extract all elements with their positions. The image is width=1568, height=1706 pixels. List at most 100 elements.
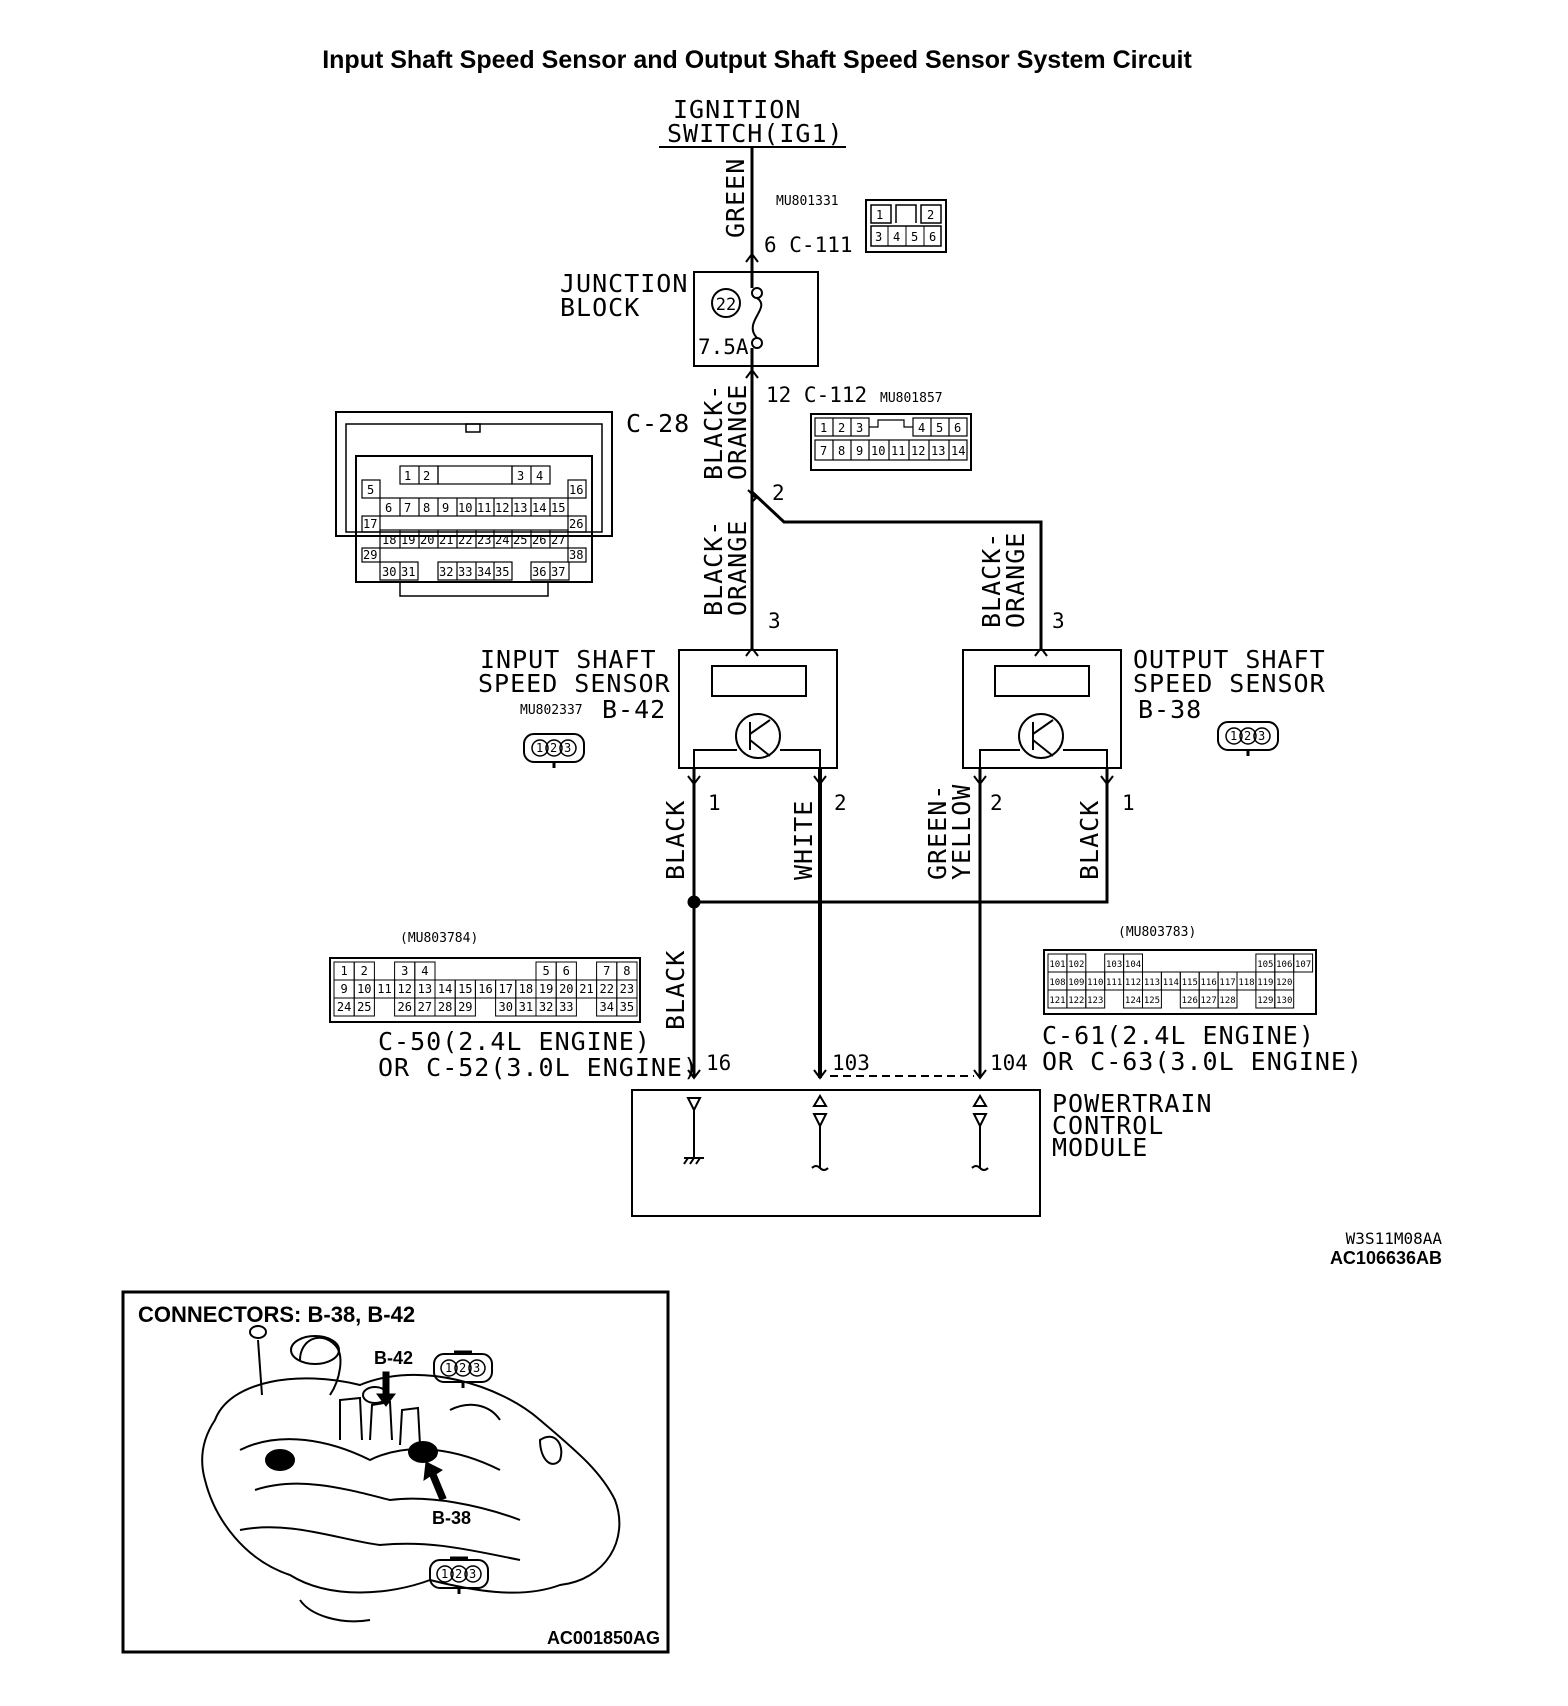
c50-cell: 23 bbox=[620, 982, 634, 996]
wire-label-black: BLACK bbox=[661, 950, 690, 1030]
callout-b38: B-38 bbox=[432, 1508, 471, 1528]
c61-cell: 111 bbox=[1106, 978, 1122, 988]
c61-cell: 116 bbox=[1201, 978, 1217, 988]
c112-cell: 9 bbox=[856, 444, 863, 458]
c28-cell: 36 bbox=[532, 565, 546, 579]
diagram-code: W3S11M08AA bbox=[1346, 1229, 1443, 1248]
wire-label-black: BLACK bbox=[661, 800, 690, 880]
input-sensor-pin-1: 1 bbox=[708, 791, 721, 815]
figure-code: AC106636AB bbox=[1330, 1248, 1442, 1268]
c50-cell: 12 bbox=[397, 982, 411, 996]
feed-wire: GREEN 6 C-111 bbox=[721, 147, 853, 272]
fuse-number: 22 bbox=[716, 295, 736, 315]
connector-c28: C-28 bbox=[335, 409, 690, 597]
c61-cell-box bbox=[1293, 953, 1314, 973]
c50-cell: 16 bbox=[478, 982, 492, 996]
output-sensor-pin-2: 2 bbox=[990, 791, 1003, 815]
c111-part-number: MU801331 bbox=[776, 194, 839, 209]
c28-cell: 29 bbox=[363, 548, 377, 562]
output-shaft-speed-sensor: 3 OUTPUT SHAFT SPEED SENSOR B-38 1 2 3 bbox=[962, 609, 1325, 780]
c111-cell: 5 bbox=[911, 230, 918, 244]
c50-part-number: (MU803784) bbox=[400, 931, 478, 946]
b42-pin: 2 bbox=[550, 741, 557, 755]
sensor-output-wires: 1 BLACK 2 WHITE 2 GREEN- YELLOW 1 BLACK … bbox=[661, 768, 1135, 1078]
transmission-illustration bbox=[201, 1325, 621, 1623]
c61-cell: 106 bbox=[1276, 960, 1292, 970]
c50-cell: 24 bbox=[337, 1000, 351, 1014]
output-sensor-pin-in: 3 bbox=[1052, 609, 1065, 633]
pcm-label-1: POWERTRAIN bbox=[1052, 1089, 1213, 1118]
c28-cell: 7 bbox=[404, 501, 411, 515]
c28-cell: 11 bbox=[477, 501, 491, 515]
wire-label-black: BLACK bbox=[1075, 800, 1104, 880]
c112-part-number: MU801857 bbox=[880, 391, 943, 406]
c112-cell: 5 bbox=[936, 421, 943, 435]
c61-cell: 104 bbox=[1125, 960, 1141, 970]
ignition-switch: IGNITION SWITCH(IG1) bbox=[659, 95, 846, 148]
inset-figure-code: AC001850AG bbox=[547, 1628, 660, 1648]
c61-cell: 122 bbox=[1068, 996, 1084, 1006]
connector-location-inset: CONNECTORS: B-38, B-42 B-42 bbox=[121, 1290, 670, 1654]
c50-cell: 25 bbox=[357, 1000, 371, 1014]
c61-cell: 120 bbox=[1276, 978, 1292, 988]
c50-cell: 20 bbox=[559, 982, 573, 996]
input-sensor-label-1: INPUT SHAFT bbox=[480, 645, 657, 674]
c50-cell: 22 bbox=[599, 982, 613, 996]
arrow-down-icon bbox=[376, 1371, 396, 1407]
c61-cell: 123 bbox=[1087, 996, 1103, 1006]
c28-cell: 20 bbox=[420, 533, 434, 547]
c50-cell: 19 bbox=[539, 982, 553, 996]
c50-cell: 15 bbox=[458, 982, 472, 996]
inset-b38-pin: 2 bbox=[455, 1567, 462, 1581]
c112-cell: 6 bbox=[954, 421, 961, 435]
c50-cell: 34 bbox=[599, 1000, 613, 1014]
c50-cell: 5 bbox=[542, 964, 549, 978]
c28-cell: 21 bbox=[439, 533, 453, 547]
c28-cell: 14 bbox=[532, 501, 546, 515]
fuse-number-circle bbox=[711, 288, 741, 318]
c61-label-2: OR C-63(3.0L ENGINE) bbox=[1042, 1047, 1363, 1076]
c61-cell-box bbox=[1085, 989, 1106, 1009]
c50-cell: 3 bbox=[401, 964, 408, 978]
c50-cell-box bbox=[353, 997, 375, 1017]
c50-cell-box bbox=[616, 997, 638, 1017]
c50-cell-box bbox=[555, 997, 577, 1017]
c28-cell: 1 bbox=[404, 469, 411, 483]
inset-b42-pin: 1 bbox=[445, 1361, 452, 1375]
c28-cell: 37 bbox=[551, 565, 565, 579]
c50-cell: 26 bbox=[397, 1000, 411, 1014]
powertrain-control-module: POWERTRAIN CONTROL MODULE bbox=[631, 1069, 1213, 1217]
c111-cell: 3 bbox=[875, 230, 882, 244]
inset-b38-pin: 3 bbox=[469, 1567, 476, 1581]
c111-cell: 4 bbox=[893, 230, 900, 244]
b42-inset-connector-icon: 1 2 3 bbox=[433, 1350, 493, 1388]
c61-cell: 125 bbox=[1144, 996, 1160, 1006]
transistor-icon bbox=[1018, 713, 1064, 759]
c61-cell: 119 bbox=[1257, 978, 1273, 988]
c112-cell: 4 bbox=[918, 421, 925, 435]
c61-part-number: (MU803783) bbox=[1118, 925, 1196, 940]
c50-cell: 21 bbox=[579, 982, 593, 996]
c61-cell: 113 bbox=[1144, 978, 1160, 988]
diagram-title: Input Shaft Speed Sensor and Output Shaf… bbox=[322, 46, 1192, 74]
b42-pin: 1 bbox=[536, 741, 543, 755]
c28-label: C-28 bbox=[626, 409, 690, 438]
c28-cell: 18 bbox=[382, 533, 396, 547]
b38-inset-connector-icon: 1 2 3 bbox=[429, 1556, 489, 1594]
c28-cell: 3 bbox=[517, 469, 524, 483]
c61-cell: 124 bbox=[1125, 996, 1141, 1006]
input-shaft-speed-sensor: 3 INPUT SHAFT SPEED SENSOR MU802337 B-42… bbox=[478, 609, 838, 780]
c61-cell: 110 bbox=[1087, 978, 1103, 988]
c28-cell: 31 bbox=[401, 565, 415, 579]
c50-cell: 10 bbox=[357, 982, 371, 996]
wire-label-black-orange: BLACK- bbox=[699, 384, 728, 480]
c50-cell: 7 bbox=[603, 964, 610, 978]
c50-cell: 6 bbox=[563, 964, 570, 978]
c111-cell: 2 bbox=[927, 208, 934, 222]
c61-cell-box bbox=[1142, 989, 1162, 1009]
c112-cell: 13 bbox=[931, 444, 945, 458]
